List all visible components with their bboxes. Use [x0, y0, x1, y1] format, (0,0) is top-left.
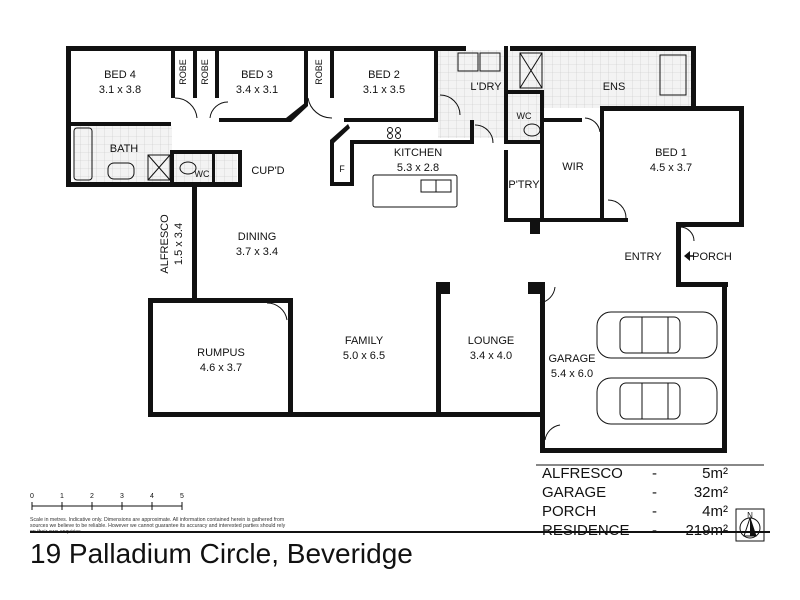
area-label-porch: PORCH	[542, 503, 596, 520]
scale-tick-1: 1	[60, 493, 64, 500]
robe-bed3-label: ROBE	[200, 59, 210, 85]
bed4-dim: 3.1 x 3.8	[99, 84, 141, 96]
walls	[66, 46, 744, 453]
scale-tick-3: 3	[120, 493, 124, 500]
car-icon-2	[596, 377, 718, 425]
area-value-garage: 32m²	[694, 484, 728, 501]
property-address: 19 Palladium Circle, Beveridge	[30, 538, 413, 569]
rumpus-dim: 4.6 x 3.7	[200, 362, 242, 374]
bed1-name: BED 1	[655, 147, 687, 159]
scale-tick-2: 2	[90, 493, 94, 500]
bed2-name: BED 2	[368, 69, 400, 81]
area-label-garage: GARAGE	[542, 484, 606, 501]
rumpus-name: RUMPUS	[197, 347, 245, 359]
robe-bed2-label: ROBE	[314, 59, 324, 85]
garage-name: GARAGE	[548, 353, 595, 365]
fridge-label: F	[339, 164, 345, 174]
dining-name: DINING	[238, 231, 277, 243]
area-label-alfresco: ALFRESCO	[542, 465, 623, 482]
dining-dim: 3.7 x 3.4	[236, 246, 278, 258]
porch-label: PORCH	[692, 251, 732, 263]
scale-bar: 0 1 2 3 4 5	[30, 493, 184, 510]
wc-floor	[172, 152, 237, 184]
area-dash-garage: -	[652, 484, 657, 501]
family-name: FAMILY	[345, 335, 384, 347]
door-swings	[174, 94, 695, 441]
kitchen-dim: 5.3 x 2.8	[397, 162, 439, 174]
family-dim: 5.0 x 6.5	[343, 350, 385, 362]
bed4-name: BED 4	[104, 69, 136, 81]
bed1-dim: 4.5 x 3.7	[650, 162, 692, 174]
entry-label: ENTRY	[624, 251, 662, 263]
lounge-name: LOUNGE	[468, 335, 514, 347]
bed3-name: BED 3	[241, 69, 273, 81]
area-value-alfresco: 5m²	[702, 465, 728, 482]
bed3-dim: 3.4 x 3.1	[236, 84, 278, 96]
footer-rule	[30, 531, 770, 533]
bed2-dim: 3.1 x 3.5	[363, 84, 405, 96]
area-dash-alfresco: -	[652, 465, 657, 482]
scale-tick-0: 0	[30, 493, 34, 500]
robe-bed4-label: ROBE	[178, 59, 188, 85]
ensuite-wc-label: WC	[517, 111, 532, 121]
lounge-dim: 3.4 x 4.0	[470, 350, 512, 362]
wir-label: WIR	[562, 161, 583, 173]
scale-tick-4: 4	[150, 493, 154, 500]
wc-label: WC	[195, 169, 210, 179]
windows	[110, 46, 744, 417]
area-value-porch: 4m²	[702, 503, 728, 520]
bath-label: BATH	[110, 143, 139, 155]
area-schedule: ALFRESCO - 5m² GARAGE - 32m² PORCH - 4m²…	[542, 465, 728, 539]
cupboard-label: CUP'D	[251, 165, 284, 177]
laundry-label: L'DRY	[470, 81, 502, 93]
alfresco-name: ALFRESCO	[159, 214, 171, 274]
ensuite-wc-floor	[508, 95, 544, 140]
entry-arrow-icon	[684, 251, 690, 261]
area-dash-porch: -	[652, 503, 657, 520]
kitchen-name: KITCHEN	[394, 147, 442, 159]
area-value-residence: 219m²	[685, 522, 728, 539]
north-label: N	[747, 511, 753, 520]
garage-dim: 5.4 x 6.0	[551, 368, 593, 380]
area-label-residence: RESIDENCE	[542, 522, 630, 539]
disclaimer-text: Scale in metres. Indicative only. Dimens…	[30, 517, 286, 535]
area-dash-residence: -	[652, 522, 657, 539]
scale-tick-5: 5	[180, 493, 184, 500]
north-arrow-icon: N	[735, 508, 765, 542]
pantry-label: P'TRY	[508, 179, 540, 191]
car-icon-1	[596, 311, 718, 359]
ensuite-label: ENS	[603, 81, 626, 93]
alfresco-dim: 1.5 x 3.4	[173, 223, 185, 265]
fixtures	[73, 52, 687, 208]
